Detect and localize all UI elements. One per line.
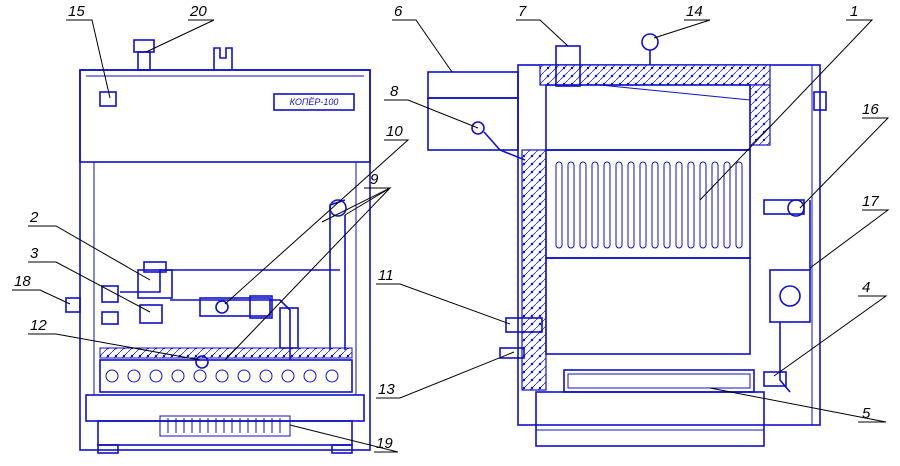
fitting-18 bbox=[65, 297, 81, 313]
callout-18: 18 bbox=[14, 273, 31, 290]
grille bbox=[167, 418, 281, 433]
front-view: КОПЁР-100 bbox=[65, 39, 371, 454]
callout-8: 8 bbox=[390, 83, 399, 100]
callout-9: 9 bbox=[370, 171, 379, 188]
callout-1: 1 bbox=[850, 3, 858, 20]
callout-17: 17 bbox=[862, 193, 879, 210]
thermostat-valve bbox=[763, 199, 805, 215]
callout-16: 16 bbox=[862, 101, 879, 118]
callout-4: 4 bbox=[862, 279, 870, 296]
callout-11: 11 bbox=[378, 267, 394, 284]
heat-exchanger-fins bbox=[555, 161, 743, 249]
air-vent-valve bbox=[137, 51, 151, 71]
lifting-lug bbox=[213, 47, 233, 70]
nameplate-text: КОПЁР-100 bbox=[290, 97, 339, 107]
sight-window bbox=[99, 91, 117, 107]
lifting-eye bbox=[641, 33, 659, 51]
thermostat bbox=[139, 304, 163, 324]
callout-5: 5 bbox=[862, 405, 871, 422]
callout-labels: 15 20 2 3 18 12 10 9 8 6 7 14 1 16 17 4 … bbox=[14, 3, 879, 452]
callout-14: 14 bbox=[686, 3, 703, 20]
side-section-view bbox=[427, 33, 827, 447]
pilot-burner bbox=[195, 355, 209, 369]
gas-valve-side bbox=[769, 269, 811, 323]
callout-15: 15 bbox=[68, 3, 85, 20]
burner bbox=[563, 369, 755, 393]
leader-lines bbox=[12, 19, 890, 453]
callout-2: 2 bbox=[29, 209, 39, 226]
ignition-element bbox=[499, 347, 525, 359]
callout-7: 7 bbox=[518, 3, 527, 20]
callout-10: 10 bbox=[386, 123, 403, 140]
gas-pipe-regulator bbox=[199, 297, 271, 317]
gas-valve bbox=[137, 269, 173, 299]
callout-20: 20 bbox=[189, 3, 207, 20]
callout-13: 13 bbox=[378, 381, 395, 398]
draught-diverter bbox=[427, 71, 519, 99]
heat-exchanger bbox=[545, 149, 751, 259]
callout-12: 12 bbox=[30, 317, 47, 334]
nameplate bbox=[273, 93, 355, 111]
callout-6: 6 bbox=[394, 3, 403, 20]
callout-19: 19 bbox=[376, 435, 393, 452]
draft-sensor bbox=[471, 121, 485, 135]
control-thermostat bbox=[505, 317, 543, 333]
gas-connection bbox=[763, 371, 787, 387]
callout-3: 3 bbox=[30, 245, 39, 262]
burner-nozzles bbox=[105, 369, 339, 383]
